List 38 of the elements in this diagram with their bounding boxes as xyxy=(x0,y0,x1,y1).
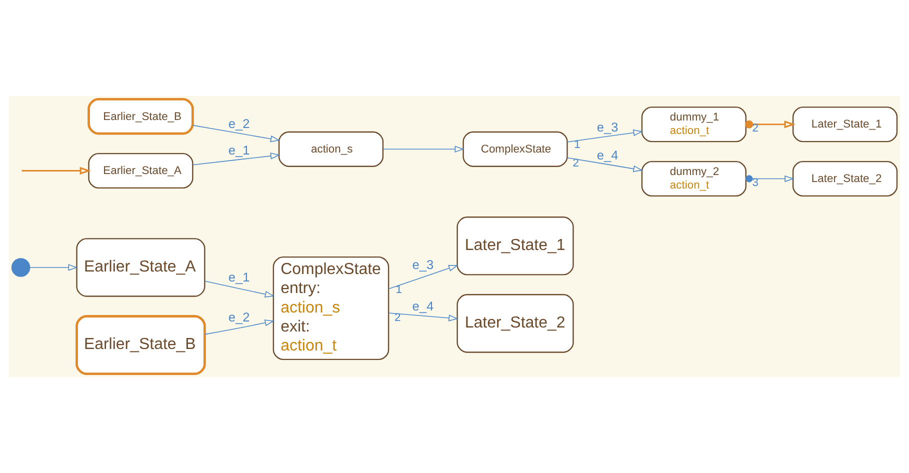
node-box: Earlier_State_A xyxy=(88,152,194,189)
arrow xyxy=(382,146,464,153)
node-box: action_s xyxy=(278,131,384,167)
node-box: Earlier_State_A xyxy=(76,238,206,297)
edge-label: e_4 xyxy=(596,147,618,162)
node-box: dummy_1 action_t xyxy=(641,106,746,142)
edge-label: e_2 xyxy=(228,116,250,132)
edge-label: e_4 xyxy=(412,298,434,314)
node-box: ComplexState entry: action_s exit: action_t xyxy=(272,256,390,360)
edge-label: e_1 xyxy=(228,270,250,285)
edge-label: e_2 xyxy=(228,310,250,325)
label: 2 xyxy=(752,122,759,135)
arrow xyxy=(204,280,275,298)
arrow xyxy=(29,264,78,271)
node-box: ComplexState xyxy=(462,131,568,167)
arrow xyxy=(746,175,794,182)
node-box: Later_State_1 xyxy=(792,106,898,142)
arrow xyxy=(566,129,643,142)
node-box: Later_State_1 xyxy=(456,216,574,276)
arrow xyxy=(192,124,280,142)
node-box: Later_State_2 xyxy=(456,294,574,353)
arrow xyxy=(745,120,796,128)
node-box: Earlier_State_B xyxy=(88,98,194,135)
arrow xyxy=(204,320,274,335)
node-box: Earlier_State_B xyxy=(76,315,206,375)
label: 1 xyxy=(396,284,402,296)
arrow xyxy=(388,312,458,322)
node-box: Later_State_2 xyxy=(792,160,898,197)
arrow xyxy=(192,152,280,166)
label: 1 xyxy=(574,138,580,151)
arrow xyxy=(388,265,458,290)
arrow xyxy=(22,166,92,175)
node-circle xyxy=(11,258,30,277)
edge-label: e_3 xyxy=(596,119,618,134)
arrow xyxy=(566,157,643,172)
edge-label: e_1 xyxy=(228,142,250,158)
edge-label: e_3 xyxy=(412,256,434,272)
node-box: dummy_2 action_t xyxy=(641,160,746,197)
